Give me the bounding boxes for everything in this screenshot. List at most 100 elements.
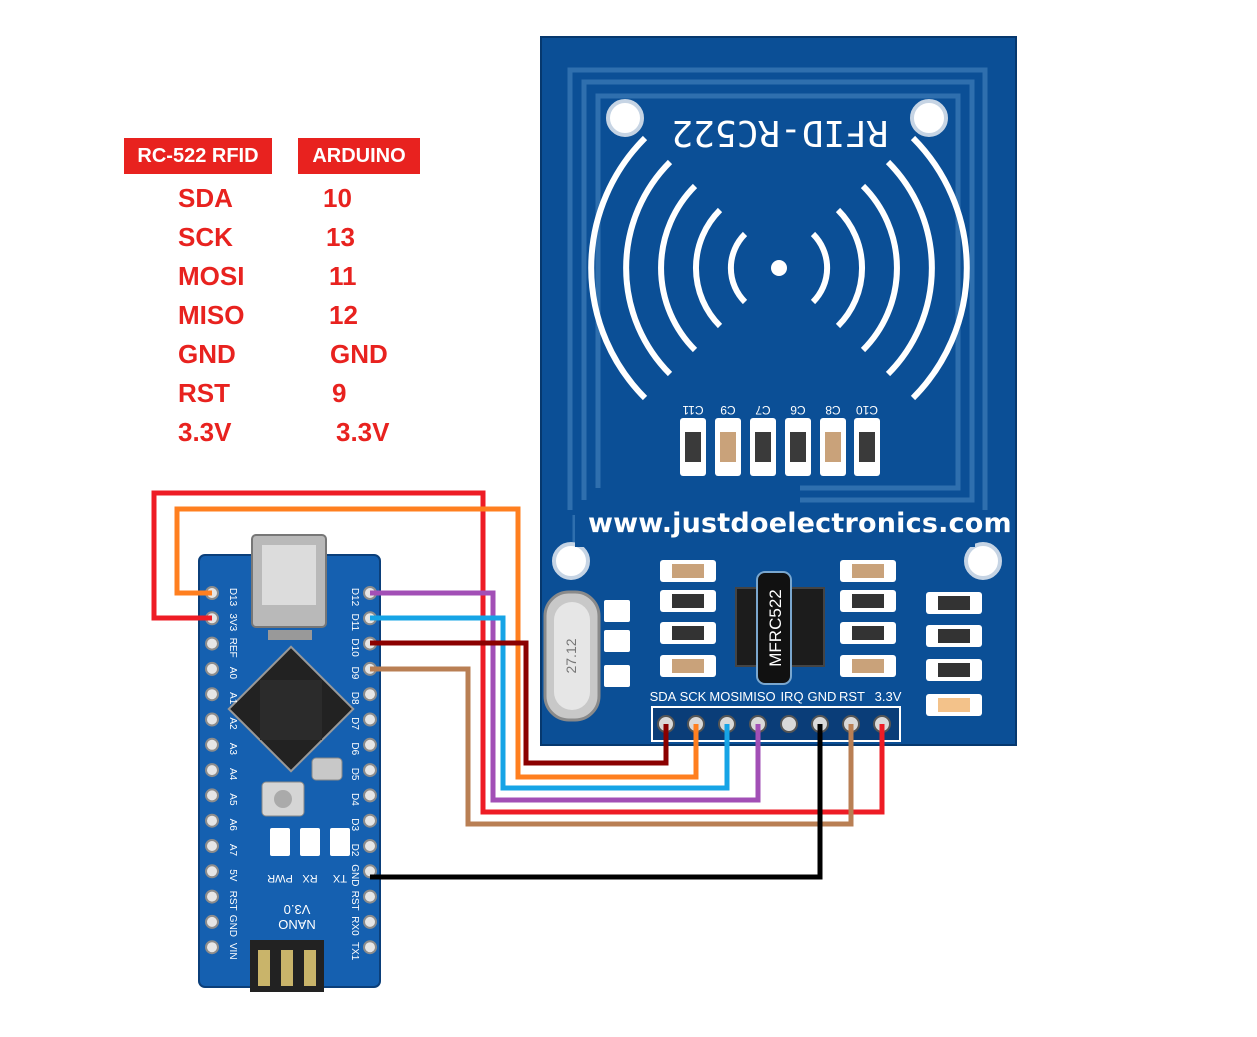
arduino-pin-sda: 10	[323, 183, 352, 213]
nano-pin-label-d2: D2	[349, 844, 360, 857]
nano-pin-holes	[205, 586, 377, 955]
nano-pin-label-d13: D13	[227, 588, 238, 607]
nano-pin-left-gnd	[205, 914, 219, 929]
nano-pin-right-d4	[363, 788, 377, 803]
rfid-title: RFID-RC522	[672, 112, 889, 153]
nano-pin-right-tx1	[363, 940, 377, 955]
wire-sda	[370, 640, 669, 766]
crystal-label: 27.12	[563, 638, 579, 673]
nano-pin-right-d7	[363, 712, 377, 727]
wire-rst	[370, 666, 854, 827]
led-label-pwr: PWR	[267, 872, 293, 884]
nano-version: V3.0	[284, 902, 311, 917]
led-label-rx: RX	[302, 872, 318, 884]
mfrc522-chip: MFRC522	[735, 571, 825, 685]
nano-pin-left-a1	[205, 687, 219, 702]
arduino-header-label: ARDUINO	[312, 144, 406, 167]
nano-pin-labels: D133V3REFA0A1A2A3A4A5A6A75VRSTGNDVIND12D…	[227, 588, 360, 961]
cap-label-c11: C11	[682, 403, 703, 417]
nano-pin-label-rx0: RX0	[349, 916, 360, 936]
nano-pin-left-a3	[205, 737, 219, 752]
nano-pin-left-a5	[205, 788, 219, 803]
wire-gnd	[370, 724, 823, 880]
nano-pin-label-d12: D12	[349, 588, 360, 607]
wire-3v3	[151, 490, 885, 815]
nano-pin-label-vin: VIN	[227, 943, 238, 960]
nano-pin-left-vin	[205, 940, 219, 955]
nano-pin-left-a6	[205, 813, 219, 828]
rfid-pin-3v3: 3.3V	[178, 417, 232, 447]
cap-label-c7: C7	[755, 403, 771, 417]
nano-pin-label-d11: D11	[349, 613, 360, 631]
nano-pin-label-ref: REF	[227, 638, 238, 658]
nano-pin-right-rst	[363, 889, 377, 904]
rfid-pin-rst: RST	[178, 378, 230, 408]
nano-pin-left-rst	[205, 889, 219, 904]
nano-pin-right-d6	[363, 737, 377, 752]
arduino-pin-sck: 13	[326, 222, 355, 252]
rfid-pin-sda: SDA	[178, 183, 233, 213]
rfid-board: RFID-RC522 C11 C9 C7 C6 C8 C10	[540, 36, 1017, 746]
cap-label-c9: C9	[720, 403, 736, 417]
nano-pin-label-d7: D7	[349, 717, 360, 730]
rfid-header-3v3: 3.3V	[875, 689, 902, 704]
nano-pin-label-d10: D10	[349, 638, 360, 657]
arduino-nano-board: PWR RX TX V3.0 NANO D133V3REFA0A1A2A3A4A…	[198, 534, 381, 992]
nano-pin-left-a4	[205, 763, 219, 778]
nano-pin-label-rst: RST	[349, 891, 360, 911]
nano-pin-right-d2	[363, 839, 377, 853]
nano-pin-label-d3: D3	[349, 818, 360, 831]
rfid-header-gnd: GND	[808, 689, 837, 704]
arduino-pin-3v3: 3.3V	[336, 417, 390, 447]
nano-pin-label-5v: 5V	[227, 869, 238, 882]
nano-pin-left-a2	[205, 712, 219, 727]
arduino-pin-rst: 9	[332, 378, 347, 408]
nano-pin-label-gnd: GND	[227, 915, 238, 937]
rfid-header-rst: RST	[839, 689, 865, 704]
nano-pin-label-a4: A4	[227, 768, 238, 781]
nano-pin-left-a7	[205, 839, 219, 853]
website-url: www.justdoelectronics.com	[588, 508, 1012, 539]
nano-pin-label-gnd: GND	[349, 864, 360, 886]
cap-label-c6: C6	[790, 403, 806, 417]
rf-wave-icon	[588, 135, 970, 401]
crystal-oscillator: 27.12	[543, 590, 601, 722]
nano-pin-label-a0: A0	[227, 667, 238, 680]
nano-pin-label-3v3: 3V3	[227, 613, 238, 631]
nano-pin-label-a2: A2	[227, 717, 238, 730]
rfid-pin-gnd: GND	[178, 339, 236, 369]
nano-pin-label-a1: A1	[227, 692, 238, 705]
wire-mosi	[370, 615, 730, 791]
cap-label-c10: C10	[856, 403, 878, 417]
rfid-pin-sck: SCK	[178, 222, 233, 252]
nano-pin-left-ref	[205, 636, 219, 651]
arduino-pin-gnd: GND	[330, 339, 388, 369]
nano-pin-label-a3: A3	[227, 743, 238, 756]
nano-pin-label-tx1: TX1	[349, 942, 360, 961]
wires	[151, 490, 885, 880]
nano-pin-label-d5: D5	[349, 768, 360, 781]
arduino-header-badge: ARDUINO	[298, 138, 420, 174]
nano-pin-right-d5	[363, 763, 377, 778]
nano-pin-label-a6: A6	[227, 819, 238, 832]
rfid-pin-miso: MISO	[178, 300, 245, 330]
led-label-tx: TX	[332, 872, 347, 884]
rfid-pin-mosi: MOSI	[178, 261, 245, 291]
nano-pin-right-d3	[363, 813, 377, 828]
capacitor-row: C11 C9 C7 C6 C8 C10	[680, 403, 880, 476]
chip-label: MFRC522	[766, 589, 785, 666]
nano-pin-label-a7: A7	[227, 844, 238, 857]
rfid-header-mosi: MOSI	[709, 689, 742, 704]
nano-pin-right-d8	[363, 687, 377, 702]
rfid-header-label: RC-522 RFID	[137, 144, 259, 167]
wire-miso	[370, 590, 761, 803]
cap-label-c8: C8	[825, 403, 841, 417]
nano-pin-label-d4: D4	[349, 793, 360, 806]
rfid-header-sda: SDA	[650, 689, 677, 704]
rfid-header-irq: IRQ	[780, 689, 803, 704]
arduino-pin-miso: 12	[329, 300, 358, 330]
rfid-header-badge: RC-522 RFID	[124, 138, 272, 174]
rfid-header-sck: SCK	[680, 689, 707, 704]
nano-pin-label-d9: D9	[349, 667, 360, 680]
